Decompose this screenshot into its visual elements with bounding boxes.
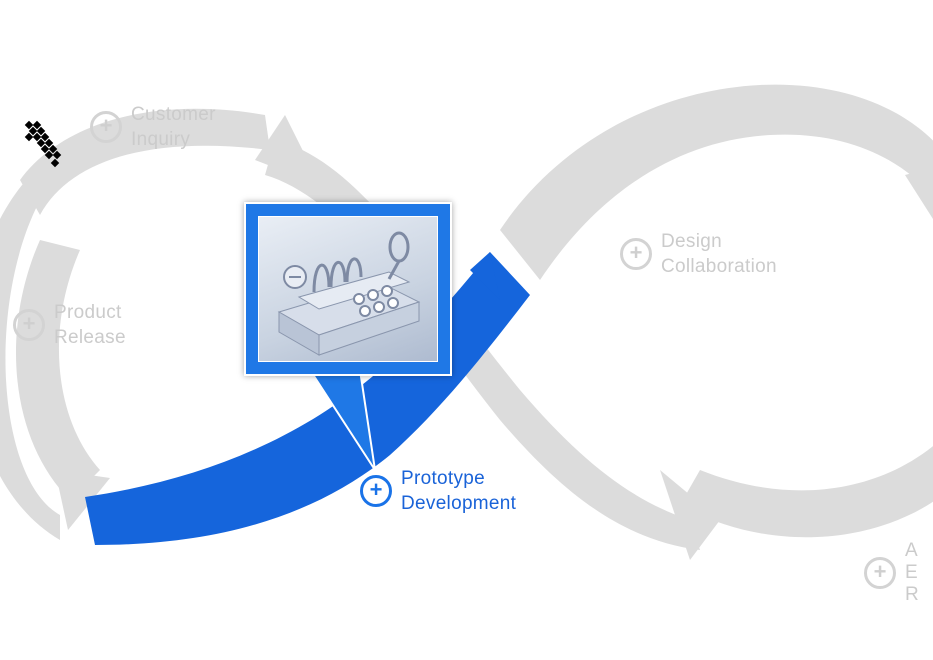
plus-circle-icon[interactable]: + [360,475,392,507]
step-label-line2: E [905,562,918,583]
loop-left-lower [16,240,100,500]
step-label-line3: R [905,584,920,605]
step-customer-inquiry[interactable]: + Customer Inquiry [90,102,216,152]
step-label-line2: Collaboration [661,256,777,277]
step-label-line2: Release [54,327,126,348]
loop-left-band-outer [20,108,270,215]
step-partial-right[interactable]: + A E R [864,540,919,606]
step-label-line1: Design [661,231,722,252]
step-design-collaboration[interactable]: + Design Collaboration [620,229,777,279]
step-prototype-development[interactable]: + Prototype Development [360,466,516,516]
arrow-head-bottom-right [660,470,720,560]
step-label-line1: A [905,540,918,561]
step-product-release[interactable]: + Product Release [13,300,126,350]
step-label-line1: Prototype [401,468,486,489]
plus-circle-icon[interactable]: + [90,111,122,143]
step-label-line2: Development [401,493,517,514]
step-label-line1: Product [54,302,122,323]
loop-right-band [500,84,933,280]
arrow-head-top-right [905,167,933,219]
loop-right-lower [680,445,933,538]
active-segment-ribbon [85,252,530,545]
step-label-line2: Inquiry [131,129,191,150]
active-ribbon-tip [470,252,500,300]
step-callout [244,202,452,376]
prototype-assembly-image [258,216,438,362]
plus-circle-icon[interactable]: + [864,557,896,589]
plus-circle-icon[interactable]: + [620,238,652,270]
prototype-part-illustration [277,231,421,356]
step-label-line1: Customer [131,104,216,125]
plus-circle-icon[interactable]: + [13,309,45,341]
arrow-head-bottom-left [55,470,110,530]
move-cursor-icon [24,120,62,168]
